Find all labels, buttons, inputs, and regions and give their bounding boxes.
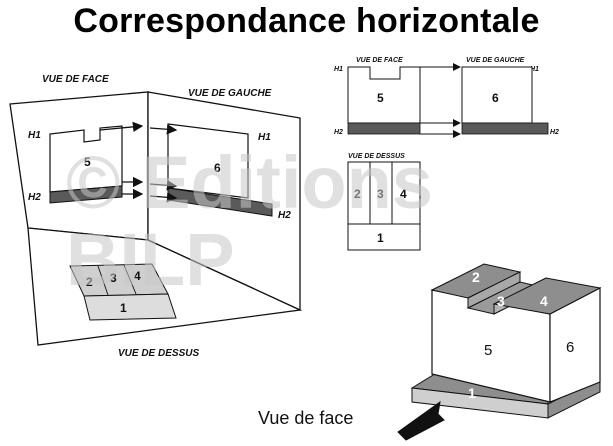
ortho-h1-left: H1: [334, 66, 343, 73]
ortho-label-dessus: VUE DE DESSUS: [348, 153, 405, 160]
isometric-block: 1 5 6 2 3 4 Vue de face: [258, 263, 602, 441]
iso-number-1: 1: [468, 385, 476, 401]
ortho-h2-right: H2: [550, 129, 559, 136]
watermark: © Editions BILP: [66, 141, 433, 301]
label-h1-left: H1: [28, 130, 41, 141]
label-vue-de-face: VUE DE FACE: [42, 74, 109, 85]
top-view-front: [83, 293, 177, 321]
top-number-1: 1: [120, 301, 127, 315]
iso-number-3: 3: [497, 293, 505, 309]
face-base-bar: [49, 185, 123, 204]
top-number-4: 4: [134, 269, 141, 283]
top-number-3: 3: [110, 271, 117, 285]
side-view-shape: [167, 123, 249, 199]
watermark-line1: © Editions: [66, 141, 433, 224]
iso-number-4: 4: [540, 293, 548, 309]
watermark-line2: BILP: [66, 218, 235, 301]
label-vue-de-gauche: VUE DE GAUCHE: [188, 88, 272, 99]
ortho-face-number: 5: [377, 91, 384, 105]
iso-number-5: 5: [484, 342, 492, 359]
iso-number-2: 2: [472, 269, 480, 285]
ortho-label-gauche: VUE DE GAUCHE: [466, 57, 525, 64]
top-number-2: 2: [86, 275, 93, 289]
label-h2-right: H2: [278, 210, 291, 221]
view-direction-arrow: [397, 400, 445, 441]
ortho-top-4: 4: [400, 187, 407, 201]
vue-de-face-caption: Vue de face: [258, 408, 353, 428]
ortho-h1-right: H1: [530, 66, 539, 73]
orthographic-views: VUE DE FACE VUE DE GAUCHE H1 H1 H2 H2 5 …: [334, 57, 559, 251]
label-vue-de-dessus: VUE DE DESSUS: [118, 348, 199, 359]
label-h2-left: H2: [28, 192, 41, 203]
ortho-side-number: 6: [492, 91, 499, 105]
ortho-h2-left: H2: [334, 129, 343, 136]
ortho-face: [347, 66, 421, 124]
ortho-top-2: 2: [354, 187, 361, 201]
ortho-top-3: 3: [377, 187, 384, 201]
label-h1-right: H1: [258, 132, 271, 143]
iso-number-6: 6: [566, 339, 574, 356]
page-title: Correspondance horizontale: [73, 2, 540, 40]
left-projection-diagram: 5 6 2 3 4 1 VUE DE FACE VUE DE GAUCHE: [9, 74, 303, 359]
ortho-label-face: VUE DE FACE: [356, 57, 403, 64]
face-number: 5: [84, 155, 91, 169]
side-number: 6: [214, 161, 221, 175]
ortho-top-1: 1: [377, 231, 384, 245]
